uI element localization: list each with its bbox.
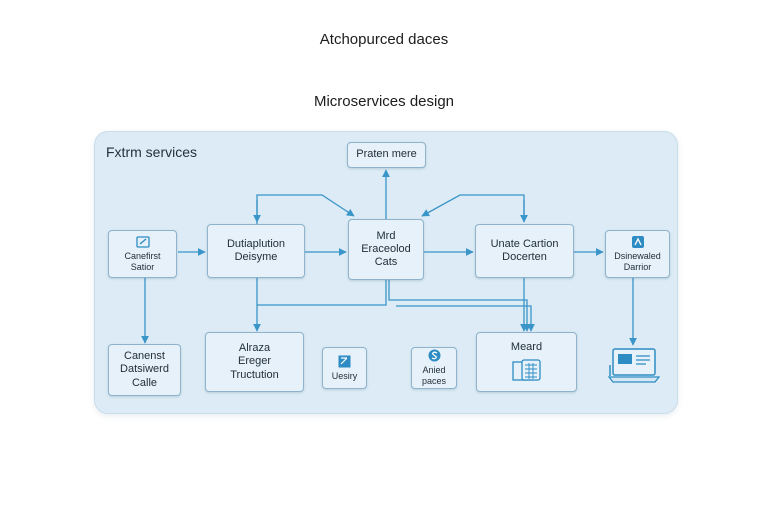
s-icon [428, 349, 440, 362]
node-canefirst: Canefirst Satior [108, 230, 177, 278]
node-dsinewaled: Dsinewaled Darrior [605, 230, 670, 278]
connector-unate-loop [421, 194, 525, 222]
edit-icon [135, 236, 150, 248]
node-canenst: Canenst Datsiwerd Calle [108, 344, 181, 396]
node-praten-mere: Praten mere [347, 142, 426, 168]
node-monitor [607, 347, 661, 385]
node-meard: Meard [476, 332, 577, 392]
node-anied-paces: Anied paces [411, 347, 457, 389]
diagram-title: Atchopurced daces [319, 31, 449, 48]
grid-icon [338, 355, 351, 368]
diagram-subtitle: Microservices design [313, 93, 455, 110]
node-unate-cartion: Unate Cartion Docerten [475, 224, 574, 278]
monitor-icon [607, 348, 661, 383]
connector-central-meard [388, 280, 531, 332]
node-dutiaplution: Dutiaplution Deisyme [207, 224, 305, 278]
panel-label: Fxtrm services [106, 144, 197, 160]
connector-dist-bus [257, 280, 387, 306]
node-central-mrd: Mrd Eraceolod Cats [348, 219, 424, 280]
database-icon [511, 358, 541, 381]
connector-bus-meard [396, 305, 535, 332]
connector-dist-loop [256, 194, 355, 224]
app-icon [631, 235, 644, 248]
node-alraza: Alraza Ereger Tructution [205, 332, 304, 392]
node-uesiry: Uesiry [322, 347, 367, 389]
